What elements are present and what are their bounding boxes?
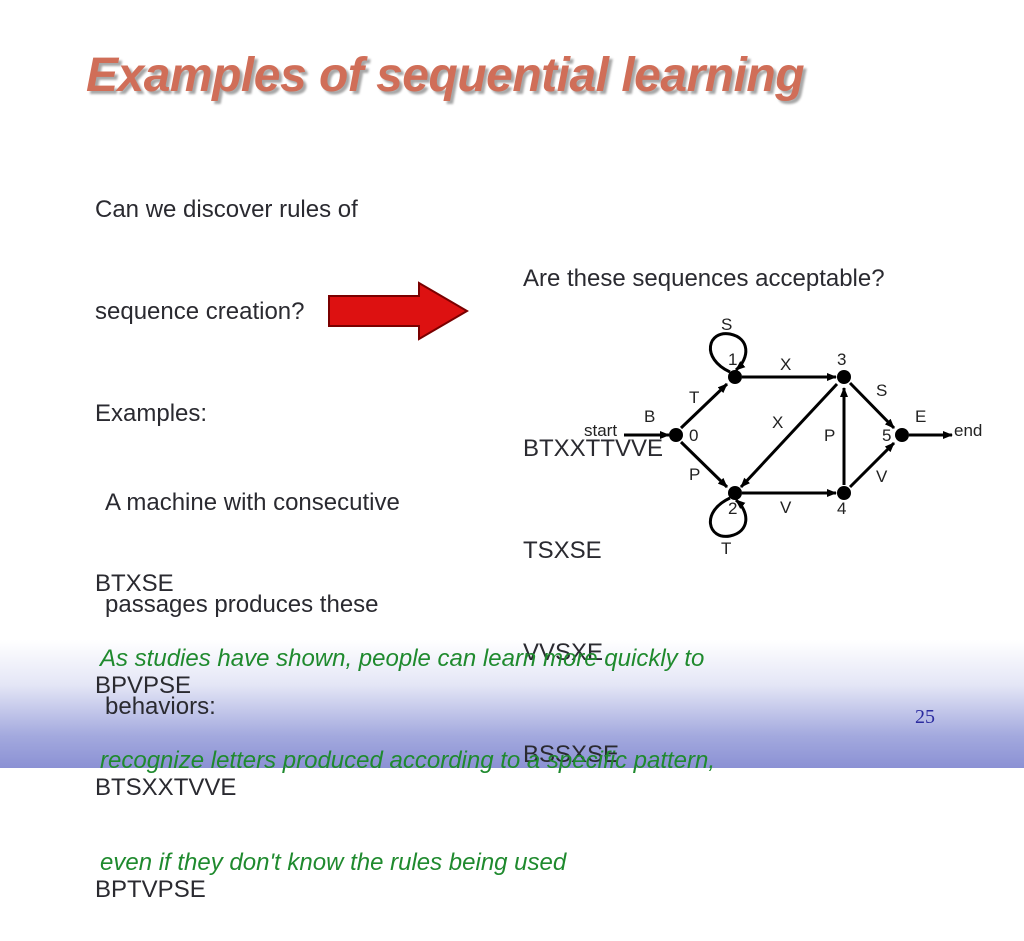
edge-label: S — [721, 315, 732, 334]
edge-label: P — [824, 426, 835, 445]
edge-label: S — [876, 381, 887, 400]
test-sequences-text-block: Are these sequences acceptable? BTXXTTVV… — [523, 194, 885, 806]
machine-description: A machine with consecutive passages prod… — [105, 418, 400, 758]
edge-3-5 — [848, 381, 896, 430]
page-number: 25 — [915, 706, 935, 728]
state-node — [728, 486, 742, 500]
edge-0-1 — [679, 382, 729, 430]
example-sequence: BTXSE — [95, 570, 174, 597]
node-number: 4 — [837, 499, 846, 518]
state-node — [837, 486, 851, 500]
edge-label: X — [772, 413, 783, 432]
self-loop-2 — [709, 496, 748, 538]
caption-line: As studies have shown, people can learn … — [100, 645, 705, 672]
text-line: A machine with consecutive — [105, 489, 400, 516]
slide-title: Examples of sequential learning — [86, 49, 805, 102]
text-line: Can we discover rules of — [95, 196, 358, 223]
edge-label: X — [780, 355, 791, 374]
start-label: start — [584, 421, 617, 440]
text-line: Are these sequences acceptable? — [523, 265, 885, 292]
state-node — [669, 428, 683, 442]
caption-line: even if they don't know the rules being … — [100, 849, 567, 876]
test-sequence: TSXSE — [523, 537, 602, 564]
arrow-polygon — [328, 281, 469, 341]
footer-gradient-band — [0, 640, 1024, 768]
examples-text-block: Can we discover rules of sequence creati… — [95, 125, 358, 941]
edge-label: B — [644, 407, 655, 426]
end-label: end — [954, 421, 982, 440]
state-node — [837, 370, 851, 384]
node-number: 1 — [728, 350, 737, 369]
right-arrow-shape — [328, 281, 469, 341]
edge-label: V — [780, 498, 792, 517]
example-sequence: BPVPSE — [95, 672, 192, 699]
text-line: passages produces these — [105, 591, 379, 618]
text-line: behaviors: — [105, 693, 216, 720]
state-node — [728, 370, 742, 384]
edge-4-5 — [848, 441, 896, 489]
test-sequence: BSSXSE — [523, 741, 620, 768]
edge-label: P — [689, 465, 700, 484]
text-line: Examples: — [95, 400, 208, 427]
state-machine-diagram: start end 0 1 2 3 4 5 B T P S X T V X S … — [584, 315, 982, 558]
node-number: 0 — [689, 426, 698, 445]
edge-3-2 — [739, 382, 839, 489]
state-node — [895, 428, 909, 442]
edge-label: T — [721, 539, 731, 558]
test-sequence: BTXXTTVVE — [523, 435, 664, 462]
edge-0-2 — [679, 440, 729, 489]
edge-label: V — [876, 467, 888, 486]
node-number: 5 — [882, 426, 891, 445]
caption-line: recognize letters produced according to … — [100, 747, 716, 774]
edge-label: T — [689, 388, 699, 407]
text-line: sequence creation? — [95, 298, 305, 325]
study-caption: As studies have shown, people can learn … — [100, 574, 715, 914]
test-sequence: VVSXE — [523, 639, 604, 666]
node-number: 3 — [837, 350, 846, 369]
self-loop-1 — [709, 332, 748, 374]
edge-label: E — [915, 407, 926, 426]
node-number: 2 — [728, 499, 737, 518]
